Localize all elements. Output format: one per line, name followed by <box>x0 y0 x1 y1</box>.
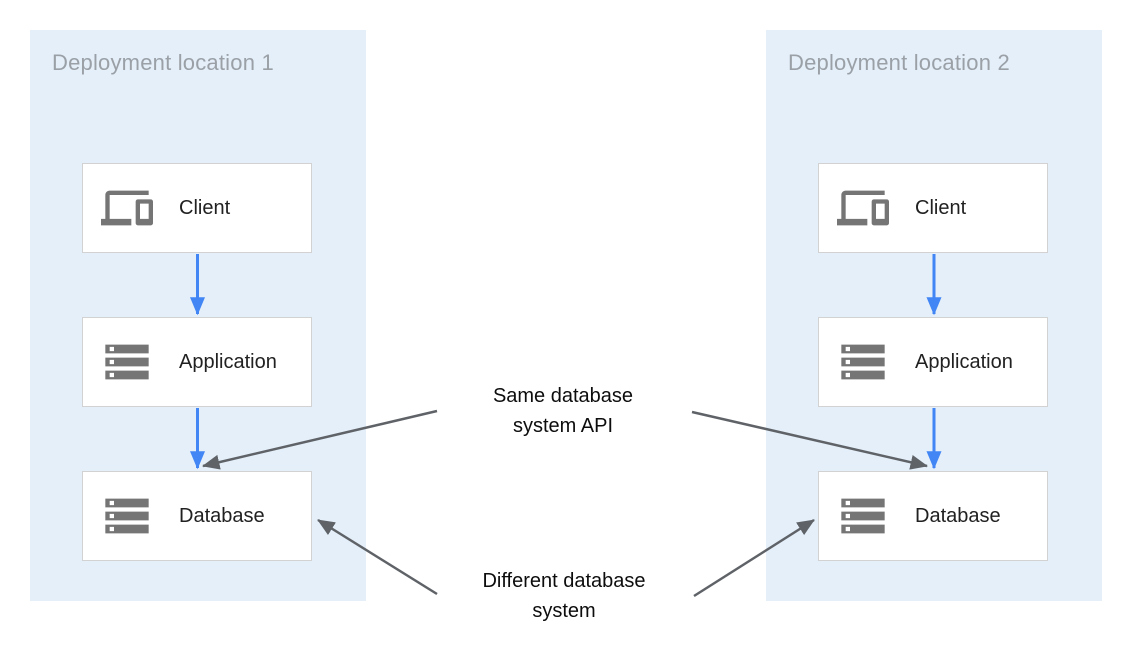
storage-icon <box>837 490 889 542</box>
node-label: Application <box>179 350 277 373</box>
storage-icon <box>101 336 153 388</box>
deployment-location-1-panel: Deployment location 1 Client Application… <box>30 30 366 601</box>
node-label: Client <box>179 196 231 219</box>
same-database-system-api-label: Same database system API <box>492 385 634 437</box>
database-node: Database <box>82 471 312 561</box>
storage-icon <box>101 490 153 542</box>
node-label: Database <box>179 504 265 527</box>
database-node: Database <box>818 471 1048 561</box>
deployment-location-2-panel: Deployment location 2 Client Application… <box>766 30 1102 601</box>
devices-icon <box>101 182 153 234</box>
client-node: Client <box>818 163 1048 253</box>
node-label: Database <box>915 504 1001 527</box>
application-node: Application <box>82 317 312 407</box>
node-label: Client <box>915 196 967 219</box>
panel-title: Deployment location 2 <box>788 50 1010 75</box>
node-label: Application <box>915 350 1013 373</box>
storage-icon <box>837 336 889 388</box>
client-node: Client <box>82 163 312 253</box>
different-database-system-label: Different database system <box>482 570 646 622</box>
application-node: Application <box>818 317 1048 407</box>
devices-icon <box>837 182 889 234</box>
panel-title: Deployment location 1 <box>52 50 274 75</box>
